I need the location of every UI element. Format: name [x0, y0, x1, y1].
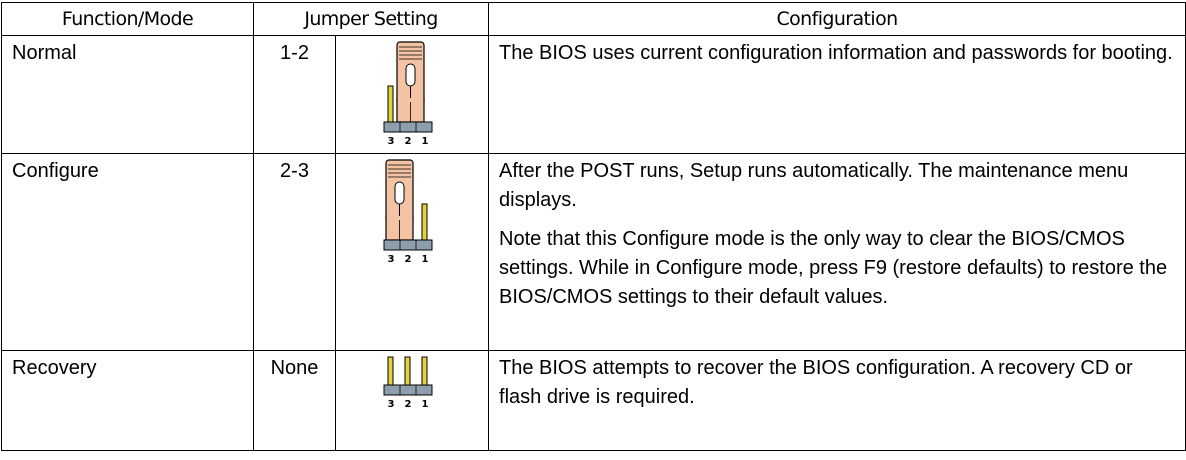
jumper-block-icon: 3 2 1 — [383, 159, 433, 265]
pin-label-2: 2 — [405, 254, 412, 265]
pin-label-2: 2 — [405, 399, 412, 410]
configuration-text: The BIOS uses current configuration info… — [499, 42, 1173, 64]
pin-label-3: 3 — [388, 136, 395, 147]
mode-cell: Normal — [1, 35, 254, 154]
mode-cell: Configure — [1, 153, 254, 351]
diagram-cell: 3 2 1 — [334, 153, 490, 351]
configuration-cell: The BIOS attempts to recover the BIOS co… — [488, 350, 1186, 451]
table-header-row: Function/Mode Jumper Setting Configurati… — [1, 2, 1186, 36]
pin-label-3: 3 — [388, 399, 395, 410]
configuration-text: After the POST runs, Setup runs automati… — [499, 160, 1129, 211]
pin-label-2: 2 — [405, 136, 412, 147]
header-configuration: Configuration — [488, 2, 1186, 36]
pin-label-3: 3 — [388, 254, 395, 265]
configuration-cell: The BIOS uses current configuration info… — [488, 35, 1186, 154]
header-jumper-setting: Jumper Setting — [252, 2, 490, 36]
diagram-cell: 3 2 1 — [334, 350, 490, 451]
jumper-cap — [396, 41, 425, 123]
setting-cell: None — [253, 350, 336, 451]
jumper-settings-table: Function/Mode Jumper Setting Configurati… — [1, 2, 1186, 451]
pin-label-1: 1 — [422, 399, 429, 410]
mode-cell: Recovery — [1, 350, 254, 451]
pin-label-1: 1 — [422, 136, 429, 147]
jumper-block-icon: 3 2 1 — [383, 41, 433, 147]
table-row-configure: Configure 2-3 — [1, 153, 1186, 351]
jumper-cap — [385, 159, 414, 241]
setting-cell: 1-2 — [253, 35, 336, 154]
table-row-normal: Normal 1-2 — [1, 35, 1186, 154]
setting-cell: 2-3 — [253, 153, 336, 351]
diagram-cell: 3 2 1 — [334, 35, 490, 154]
configuration-text: The BIOS attempts to recover the BIOS co… — [499, 357, 1133, 408]
table-row-recovery: Recovery None 3 2 1 The BIOS attempts to — [1, 350, 1186, 451]
jumper-block-icon: 3 2 1 — [383, 356, 433, 410]
configuration-cell: After the POST runs, Setup runs automati… — [488, 153, 1186, 351]
header-function-mode: Function/Mode — [1, 2, 254, 36]
pin-label-1: 1 — [422, 254, 429, 265]
configuration-note: Note that this Configure mode is the onl… — [499, 228, 1168, 308]
